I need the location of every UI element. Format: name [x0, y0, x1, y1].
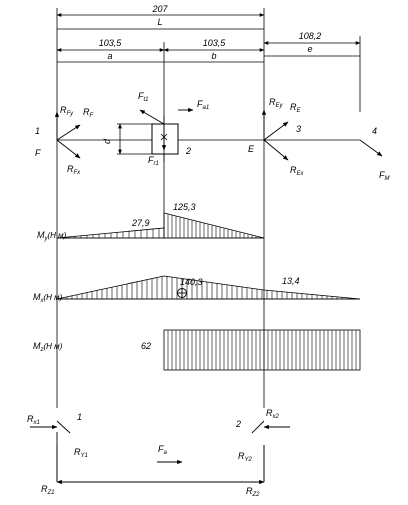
- shaft-assembly: [57, 116, 360, 162]
- dim-total-symbol: L: [157, 17, 162, 27]
- force-RE-arrow: [263, 121, 289, 141]
- mx-hatching: [61, 276, 358, 299]
- force-arrows: [54, 107, 383, 161]
- dim-e-symbol: e: [307, 44, 312, 54]
- point-4-label: 4: [372, 126, 377, 136]
- point-E-label: E: [248, 144, 255, 154]
- force-REx-label: REx: [290, 165, 305, 177]
- dim-a-symbol: a: [107, 51, 112, 61]
- point-F-label: F: [35, 148, 41, 158]
- point-1-label: 1: [35, 126, 40, 136]
- my-left-triangle: [56, 227, 165, 239]
- force-Ft1-arrow: [139, 109, 165, 125]
- reactions-scheme: [30, 420, 290, 485]
- force-FM-label: FM: [379, 170, 390, 182]
- mx-axis-label: Mx(Н м): [33, 292, 63, 304]
- dim-e-value: 108,2: [299, 31, 322, 41]
- dim-total-value: 207: [151, 4, 168, 14]
- gear-body: [151, 123, 179, 155]
- force-RFx-arrow: [56, 139, 81, 159]
- my-value-right: 125,3: [173, 202, 196, 212]
- mx-value-right: 13,4: [282, 276, 300, 286]
- mx-value-peak: 140,3: [180, 277, 203, 287]
- force-Ft1-label: Ft1: [138, 91, 149, 103]
- rx1-label: Rx1: [27, 414, 40, 426]
- my-right-triangle: [163, 212, 265, 239]
- mz-hatching: [167, 330, 357, 370]
- extension-lines: [56, 8, 361, 482]
- rx2-label: Rx2: [266, 408, 280, 420]
- mx-moment-diagram: [56, 275, 361, 300]
- force-RFy-label: RFy: [60, 105, 74, 117]
- force-REx-arrow: [263, 139, 289, 161]
- point-3-label: 3: [296, 124, 301, 134]
- force-RFx-label: RFx: [67, 164, 81, 176]
- force-Fr1-label: Fr1: [148, 155, 159, 167]
- my-value-left: 27,9: [131, 218, 150, 228]
- force-Fa1-label: Fa1: [197, 99, 209, 111]
- rz1-label: RZ1: [41, 484, 55, 496]
- my-hatching: [62, 214, 261, 238]
- mx-outline: [56, 275, 361, 300]
- support-2-tick: [251, 420, 265, 434]
- ry1-label: RY1: [74, 447, 88, 459]
- dim-b-symbol: b: [211, 51, 216, 61]
- mz-moment-diagram: [163, 329, 361, 371]
- force-RE-label: RE: [290, 102, 302, 114]
- dim-b-value: 103,5: [203, 38, 227, 48]
- point-2-label: 2: [185, 146, 191, 156]
- diameter-symbol: d: [102, 138, 112, 144]
- my-moment-diagram: [56, 212, 265, 239]
- force-REy-label: REy: [269, 97, 284, 109]
- mz-axis-label: Mz(Н м): [33, 341, 63, 353]
- support-1-tick: [56, 420, 71, 434]
- ry2-label: RY2: [238, 451, 253, 463]
- mz-value: 62: [141, 341, 151, 351]
- rz2-label: RZ2: [246, 486, 260, 498]
- support-2-label: 2: [235, 419, 241, 429]
- mz-block: [163, 329, 361, 371]
- force-FM-arrow: [359, 139, 383, 157]
- dimension-lines: [56, 13, 361, 63]
- my-axis-label: My(Н м): [37, 230, 67, 242]
- force-RF-arrow: [56, 124, 81, 141]
- fa-label: Fa: [158, 444, 168, 456]
- support-1-label: 1: [77, 412, 82, 422]
- force-RF-label: RF: [83, 107, 94, 119]
- dim-a-value: 103,5: [99, 38, 123, 48]
